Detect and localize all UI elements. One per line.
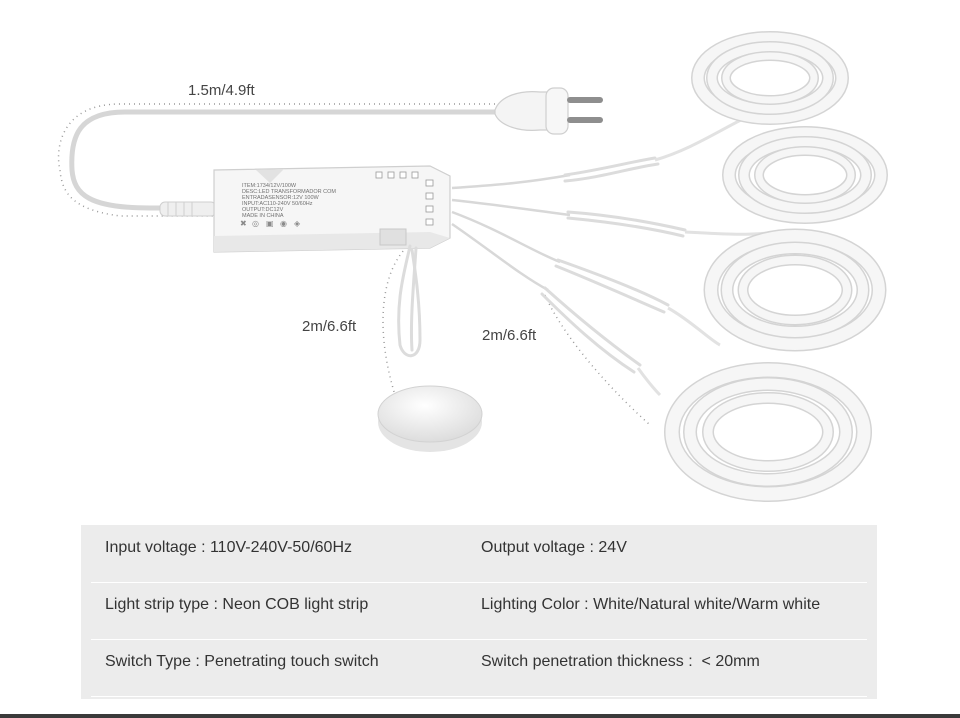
neon-coil: [664, 362, 872, 502]
switch-type-spec: Switch Type : Penetrating touch switch: [105, 653, 379, 670]
driver-label-line: DESC:LED TRANSFORMADOR COM: [242, 189, 336, 195]
driver-label-line: INPUT:AC110-240V 50/60Hz: [242, 201, 313, 207]
product-illustration: ITEM:1734/12V/100W DESC:LED TRANSFORMADO…: [57, 31, 888, 502]
lighting-color-spec: Lighting Color : White/Natural white/War…: [481, 596, 821, 613]
touch-switch-puck: [377, 385, 483, 452]
cert-circle-icon: ◉: [280, 219, 287, 228]
power-cord: [69, 109, 523, 211]
input-voltage-spec: Input voltage : 110V-240V-50/60Hz: [105, 539, 352, 556]
spec-row: Switch Type : Penetrating touch switch S…: [91, 639, 867, 697]
product-diagram: ITEM:1734/12V/100W DESC:LED TRANSFORMADO…: [57, 31, 888, 502]
output-voltage-spec: Output voltage : 24V: [481, 539, 627, 556]
driver-label-line: ENTRADASENSOR:12V 100W: [242, 195, 320, 201]
cert-mark-icon: ◈: [294, 219, 301, 228]
driver-label-text: ITEM:1734/12V/100W DESC:LED TRANSFORMADO…: [242, 183, 336, 219]
neon-coil: [691, 31, 849, 125]
spec-row: Input voltage : 110V-240V-50/60Hz Output…: [91, 525, 867, 583]
cable-bundles: [397, 156, 687, 374]
output-cables: [451, 173, 571, 292]
sensor-cable-length-label: 2m/6.6ft: [302, 318, 357, 335]
cert-square-icon: ▣: [266, 219, 274, 228]
eu-plug: [494, 87, 603, 135]
neon-strip-coils: [664, 31, 888, 502]
power-cord-length-label: 1.5m/4.9ft: [188, 82, 255, 99]
dimension-guides: [57, 103, 651, 426]
neon-coil: [722, 126, 888, 224]
penetration-thickness-spec: Switch penetration thickness : < 20mm: [481, 653, 760, 670]
spec-row: Light strip type : Neon COB light strip …: [91, 582, 867, 640]
driver-label-line: MADE IN CHINA: [242, 213, 284, 219]
recycle-bin-icon: ✖: [240, 219, 247, 228]
ce-mark-icon: ◎: [252, 219, 259, 228]
strip-cable-length-label: 2m/6.6ft: [482, 327, 537, 344]
driver-label-line: OUTPUT:DC12V: [242, 207, 284, 213]
spec-table: Input voltage : 110V-240V-50/60Hz Output…: [81, 525, 877, 699]
certification-icons: ✖ ◎ ▣ ◉ ◈: [240, 219, 301, 228]
strip-type-spec: Light strip type : Neon COB light strip: [105, 596, 369, 613]
driver-label-line: ITEM:1734/12V/100W: [242, 183, 297, 189]
cord-strain-relief: [159, 201, 217, 217]
led-driver-box: [213, 165, 451, 253]
neon-coil: [703, 228, 887, 352]
bottom-divider: [0, 714, 960, 718]
